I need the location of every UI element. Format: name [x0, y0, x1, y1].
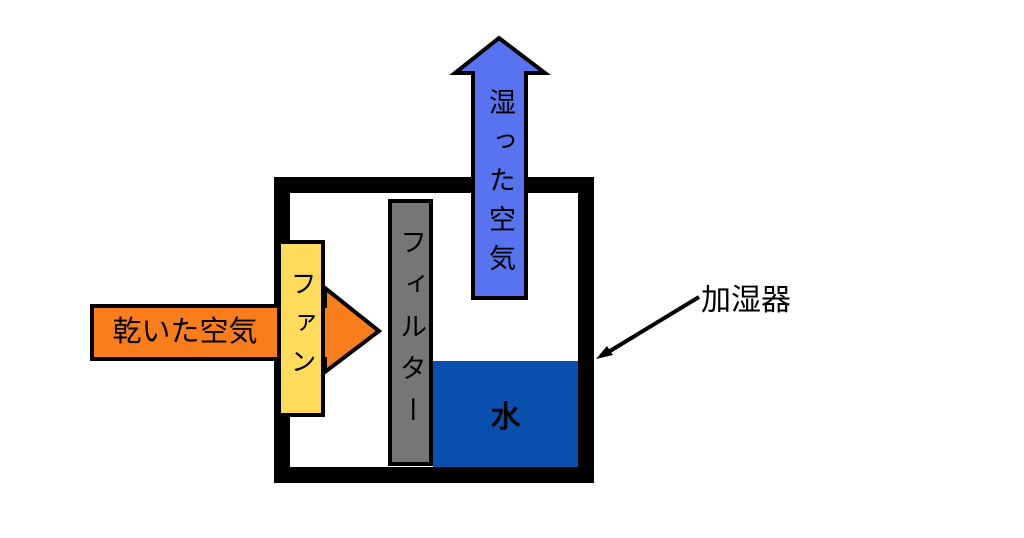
humid-air-label-wrap: 湿った空気 [473, 73, 526, 298]
fan: ファン [277, 240, 325, 417]
pointer-arrow-line [608, 295, 701, 353]
dry-air-label: 乾いた空気 [112, 314, 258, 348]
water-tank: 水 [433, 361, 578, 467]
fan-label: ファン [286, 270, 316, 387]
pointer-arrowhead-icon [596, 346, 613, 359]
filter: フィルター [388, 199, 433, 466]
device-label: 加湿器 [701, 283, 791, 318]
humid-air-label: 湿った空気 [484, 88, 515, 283]
filter-label: フィルター [395, 227, 426, 438]
water-label: 水 [490, 400, 521, 435]
